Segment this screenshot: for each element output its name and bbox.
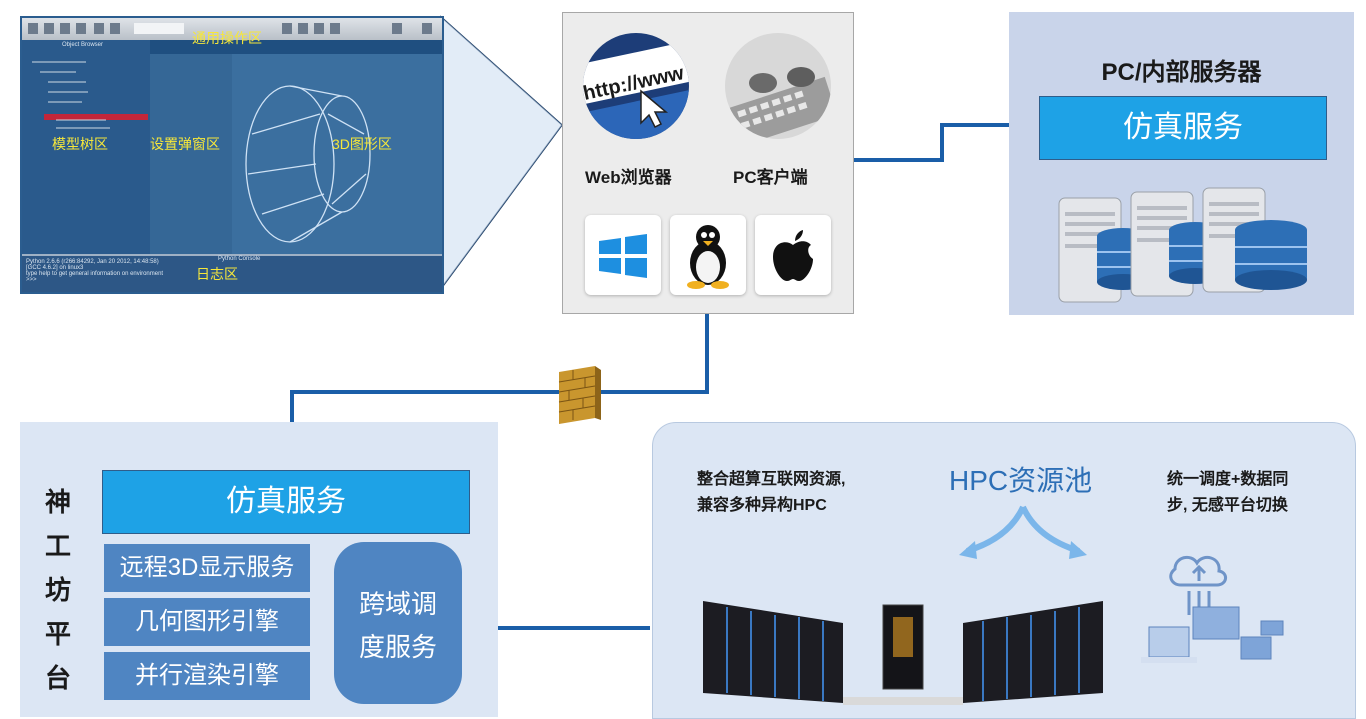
zone-label-settings-popup: 设置弹窗区 (150, 136, 220, 152)
platform-name-char: 神 (44, 487, 71, 517)
windows-tile (585, 215, 661, 295)
log-line: >>> (26, 277, 37, 283)
settings-panel (150, 54, 232, 254)
split-arrows-icon (959, 505, 1087, 559)
platform-name-char: 台 (44, 663, 71, 693)
client-panel: http://www Web浏览器 PC客户端 (562, 12, 854, 314)
platform-name-char: 平 (44, 619, 71, 649)
platform-simulation-service-box: 仿真服务 (102, 470, 470, 534)
log-line: Python 2.6.6 (r266:84292, Jan 20 2012, 1… (26, 259, 159, 265)
python-console: Python 2.6.6 (r266:84292, Jan 20 2012, 1… (22, 254, 442, 292)
cross-domain-line: 跨域调 (358, 589, 437, 619)
hpc-right-line: 统一调度+数据同 (1167, 471, 1289, 488)
toolbar-icons (28, 23, 432, 34)
zone-label-log: 日志区 (196, 266, 238, 282)
apple-logo-icon (773, 230, 813, 281)
zone-label-general-ops: 通用操作区 (192, 30, 262, 46)
hpc-right-text: 统一调度+数据同 步, 无感平台切换 (1167, 467, 1288, 519)
apple-tile (755, 215, 831, 295)
hpc-right-line: 步, 无感平台切换 (1167, 497, 1288, 514)
module-remote-3d-display: 远程3D显示服务 (104, 544, 310, 592)
pc-server-panel: PC/内部服务器 仿真服务 (1009, 12, 1354, 315)
viewport-3d (232, 54, 442, 254)
hpc-title: HPC资源池 (949, 465, 1093, 496)
software-screenshot: Object Browser Python 2.6.6 (r266:8429 (20, 16, 444, 294)
object-browser-title: Object Browser (62, 42, 104, 48)
tube-mesh-graphic (245, 85, 371, 243)
linux-tile (670, 215, 746, 295)
platform-name-char: 工 (44, 531, 71, 561)
zone-label-3d-graphics: 3D图形区 (332, 136, 392, 152)
module-parallel-render-engine: 并行渲染引擎 (104, 652, 310, 700)
module-geometry-engine: 几何图形引擎 (104, 598, 310, 646)
shengongfang-platform: 神 工 坊 平 台 仿真服务 远程3D显示服务 几何图形引擎 并行渲染引擎 跨域… (20, 422, 498, 717)
cross-domain-line: 度服务 (358, 632, 437, 662)
tree-lines (32, 61, 110, 129)
server-stack-icon (1058, 187, 1307, 303)
cross-domain-scheduling-box: 跨域调 度服务 (334, 542, 462, 704)
web-browser-label: Web浏览器 (585, 168, 672, 187)
tree-selected-row (44, 114, 148, 120)
hpc-resource-pool: 整合超算互联网资源, 兼容多种异构HPC HPC资源池 统一调度+数据同 步, … (652, 422, 1356, 719)
hpc-left-line: 兼容多种异构HPC (697, 497, 827, 514)
web-browser-icon: http://www (583, 33, 689, 139)
python-console-title: Python Console (218, 256, 261, 262)
server-unit (1202, 187, 1307, 293)
pc-client-icon (725, 33, 831, 139)
platform-name-char: 坊 (44, 575, 71, 605)
windows-logo-icon (599, 234, 647, 278)
hpc-left-line: 整合超算互联网资源, (697, 471, 846, 488)
object-browser-panel: Object Browser (22, 40, 150, 254)
linux-tux-icon (687, 225, 729, 289)
pc-simulation-service-box: 仿真服务 (1039, 96, 1327, 160)
log-line: type help to get general information on … (26, 271, 164, 277)
pc-client-label: PC客户端 (733, 168, 808, 187)
zone-label-model-tree: 模型树区 (52, 136, 108, 152)
firewall-icon (558, 366, 601, 424)
hpc-left-text: 整合超算互联网资源, 兼容多种异构HPC (697, 467, 845, 519)
cloud-devices-icon (1141, 555, 1284, 663)
software-toolbar (22, 18, 442, 40)
platform-name: 神 工 坊 平 台 (38, 480, 78, 700)
log-line: [GCC 4.6.2] on linux3 (26, 265, 84, 271)
pc-server-title: PC/内部服务器 (1101, 59, 1262, 86)
client-server-line (852, 123, 1040, 162)
supercomputer-racks-icon (703, 601, 1103, 705)
